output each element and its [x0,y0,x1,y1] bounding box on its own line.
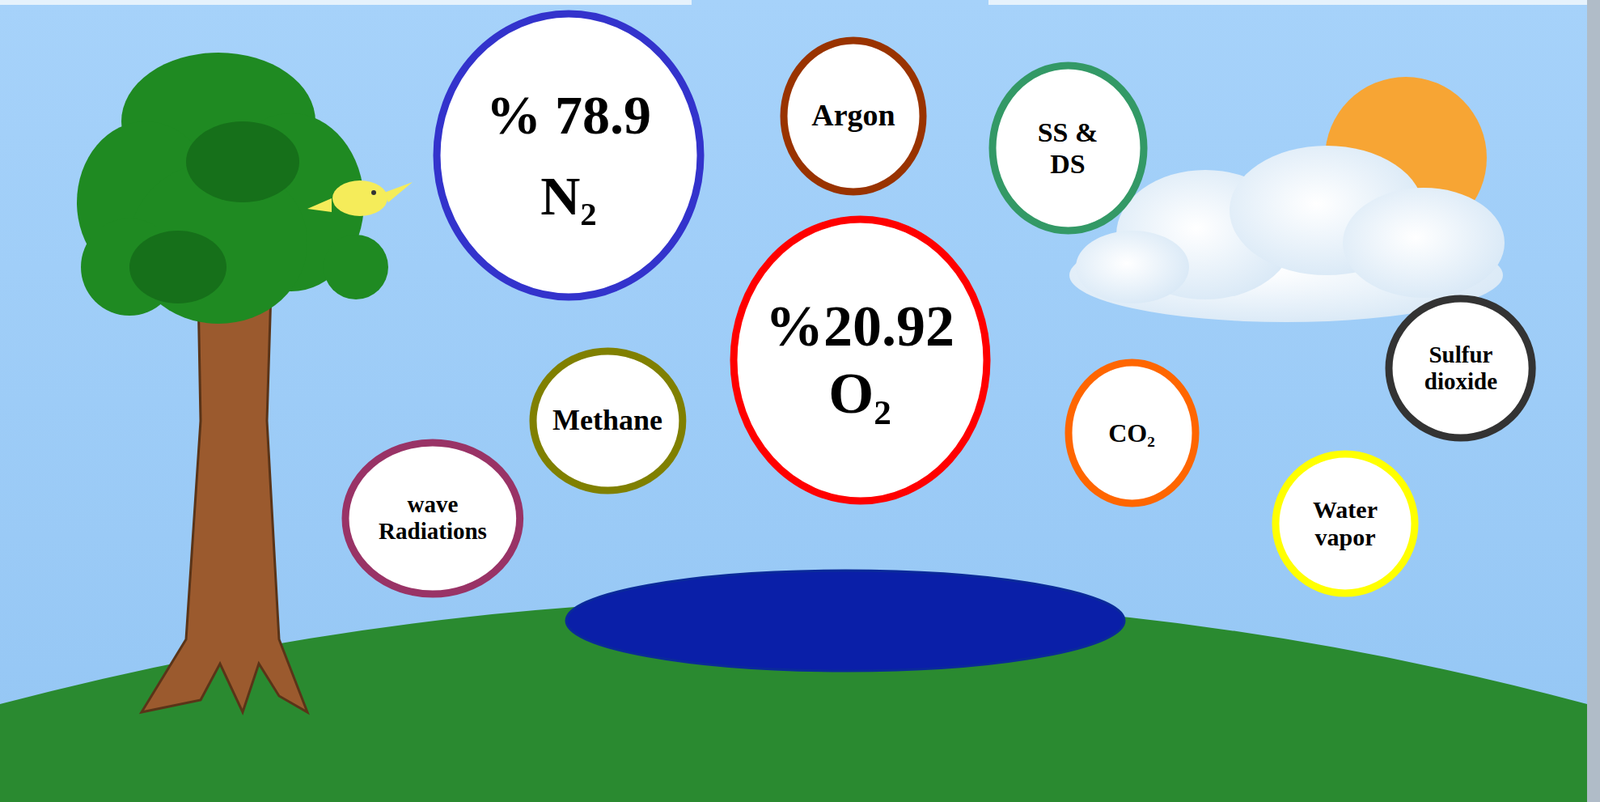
tree-trunk [141,291,308,712]
gas-label: CO₂ [1108,418,1156,449]
top-strip [0,0,692,5]
gas-label: wave Radiations [368,491,498,546]
circle-outline [432,9,705,301]
gas-label: % 78.9 [486,83,652,147]
circle-outline [729,215,991,505]
gas-circle: % 78.9N₂ [432,9,705,301]
edge-strip [1587,0,1600,802]
gas-label: O₂ [828,359,892,428]
canopy-shade [129,121,300,304]
gas-label: SS & DS [1031,116,1105,180]
gas-label: Argon [811,97,895,134]
gas-circle: SS & DS [988,61,1148,235]
gas-label: Sulfur dioxide [1408,341,1514,396]
gas-circle: Argon [779,36,927,196]
gas-circle: Methane [529,347,687,495]
gas-circle: CO₂ [1064,358,1200,508]
gas-label: N₂ [540,164,597,228]
gas-circle: Sulfur dioxide [1384,294,1537,442]
gas-label: %20.92 [765,292,955,360]
gas-label: Methane [552,403,663,437]
gas-circle: %20.92O₂ [729,215,991,505]
tree-canopy [76,52,389,324]
pond [566,570,1125,671]
bird [307,180,413,216]
top-strip [988,0,1588,5]
gas-circle: wave Radiations [341,438,525,598]
circle-outline [988,61,1148,235]
gas-label: Water vapor [1296,495,1394,552]
gas-circle: Water vapor [1271,449,1419,597]
